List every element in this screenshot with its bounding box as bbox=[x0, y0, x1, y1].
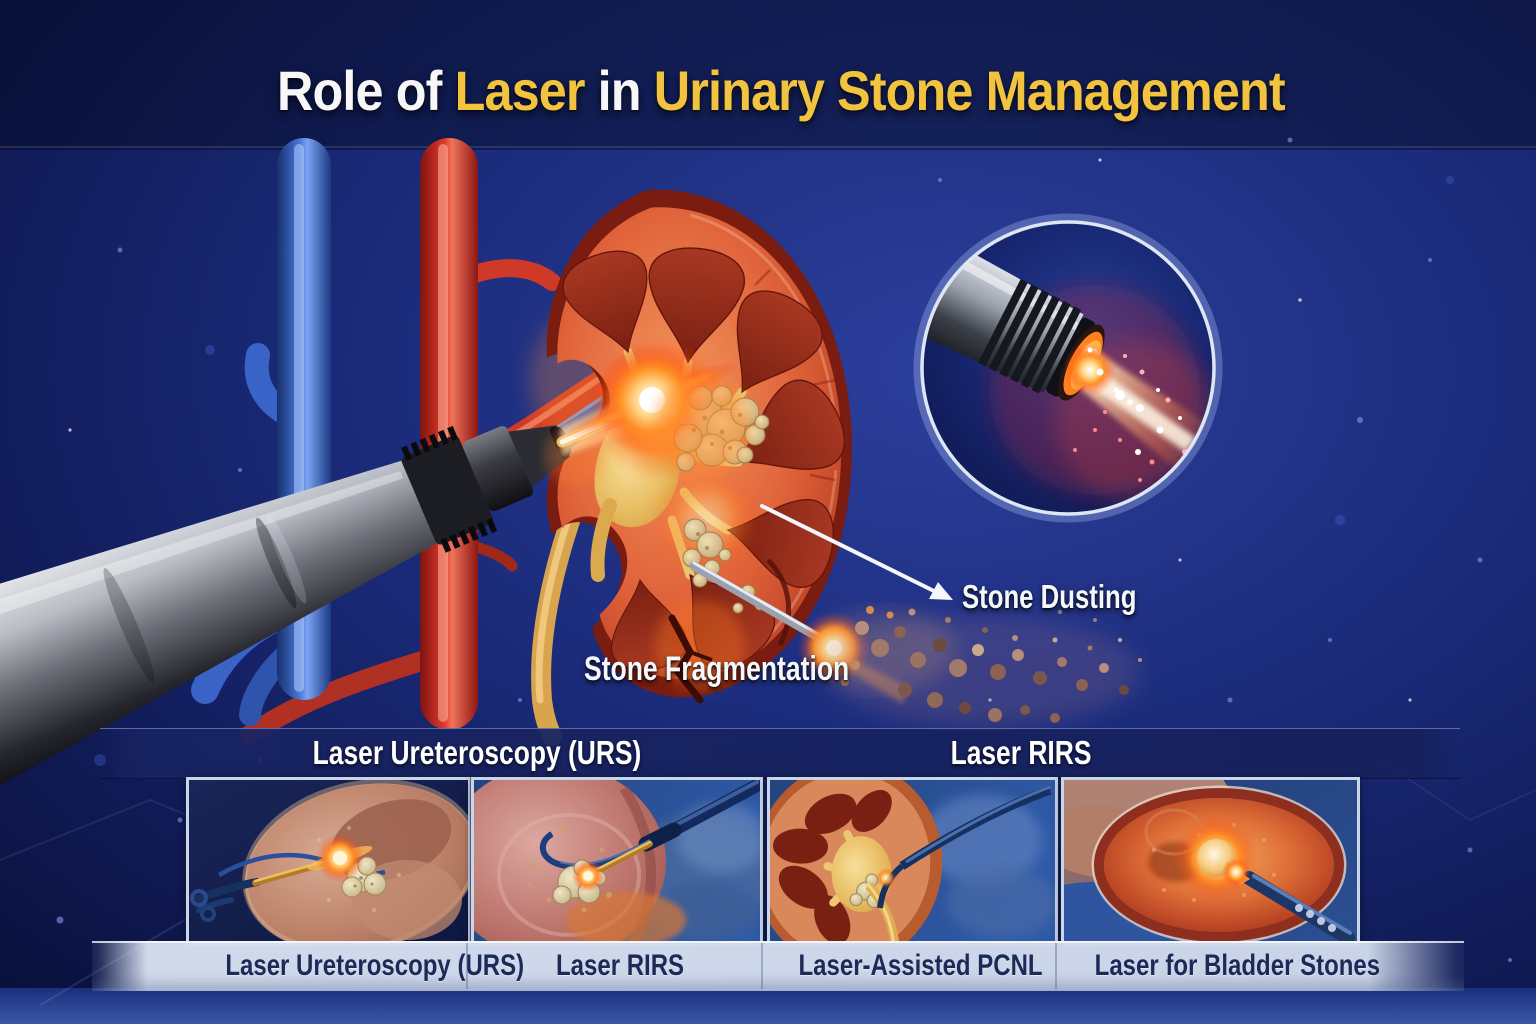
band-label-urs: Laser Ureteroscopy (URS) bbox=[312, 734, 642, 771]
stone-fragmentation-label: Stone Fragmentation bbox=[584, 650, 850, 688]
caption-divider bbox=[761, 943, 763, 989]
stone-debris bbox=[815, 606, 1142, 727]
laser-beam bbox=[556, 342, 750, 473]
caption-divider bbox=[466, 943, 468, 989]
technique-band: Laser Ureteroscopy (URS) Laser RIRS bbox=[100, 728, 1460, 779]
laser-scope bbox=[0, 425, 605, 800]
panel-caption-bladder: Laser for Bladder Stones bbox=[1094, 949, 1381, 982]
stone-dusting-arrow bbox=[760, 504, 953, 600]
panel-urs-illustration bbox=[189, 780, 468, 943]
panel-caption-rirs: Laser RIRS bbox=[556, 949, 685, 982]
title-segment: Role of bbox=[277, 59, 455, 122]
title-segment: Urinary Stone Management bbox=[653, 59, 1286, 122]
panel-caption-urs: Laser Ureteroscopy (URS) bbox=[225, 949, 525, 982]
caption-band bbox=[92, 941, 1464, 991]
stone-dusting-label: Stone Dusting bbox=[962, 578, 1137, 615]
renal-artery bbox=[420, 138, 478, 730]
panel-pcnl-illustration bbox=[770, 780, 1055, 943]
panel-rirs-illustration bbox=[474, 780, 760, 943]
panel-urs bbox=[186, 777, 471, 946]
panel-bladder bbox=[1061, 777, 1360, 946]
laser-fiber-inset bbox=[913, 213, 1223, 523]
page-title: Role of Laser in Urinary Stone Managemen… bbox=[13, 58, 1536, 123]
panel-bladder-illustration bbox=[1064, 780, 1357, 943]
panel-rirs bbox=[471, 777, 763, 946]
title-segment: in bbox=[584, 59, 654, 122]
panel-caption-pcnl: Laser-Assisted PCNL bbox=[798, 949, 1043, 982]
panel-pcnl bbox=[767, 777, 1058, 946]
title-segment: Laser bbox=[454, 59, 586, 122]
band-label-rirs: Laser RIRS bbox=[950, 734, 1092, 771]
caption-divider bbox=[1055, 943, 1057, 989]
